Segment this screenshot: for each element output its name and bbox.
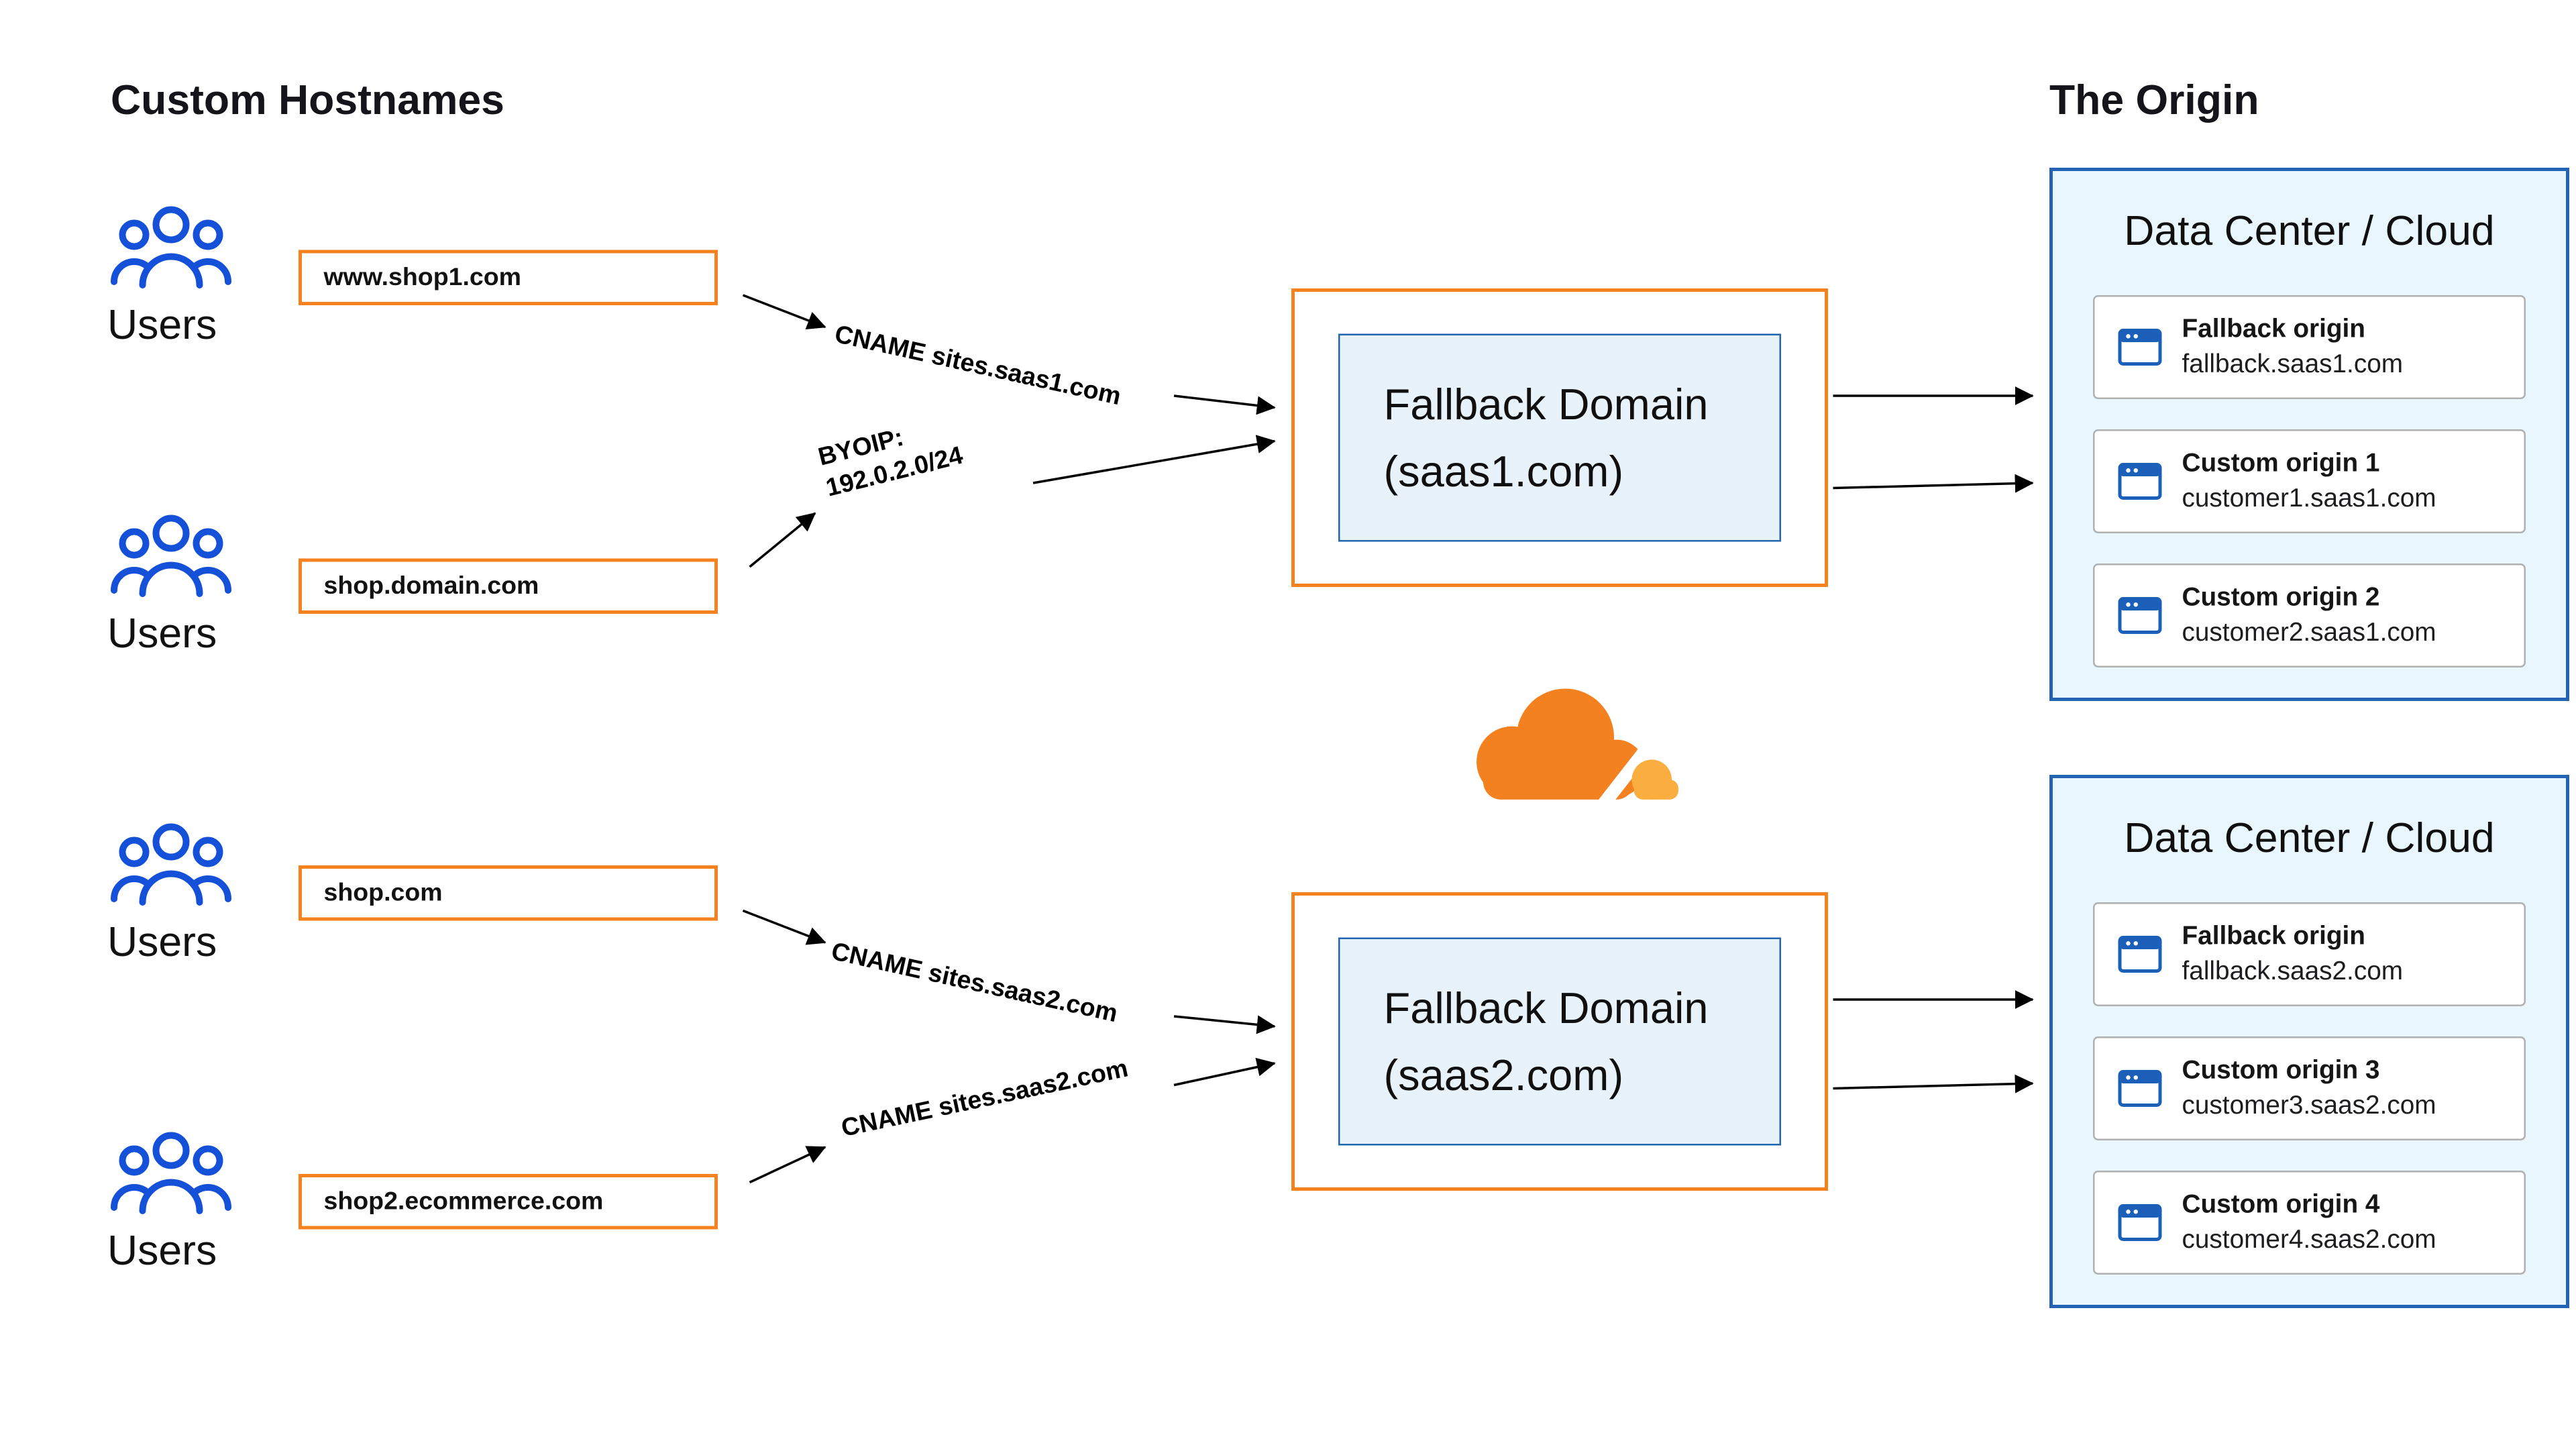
user-group-3: Users [107, 822, 258, 968]
hostname-box-shop1: www.shop1.com [299, 250, 718, 305]
users-icon [111, 515, 231, 597]
hostname-box-shop2: shop2.ecommerce.com [299, 1174, 718, 1230]
arrow-fallback2-to-dc2-b [1833, 1074, 2034, 1093]
hostname-text: shop.domain.com [323, 572, 539, 601]
arrow-shop-to-label [742, 909, 826, 945]
browser-window-icon [2118, 1204, 2162, 1241]
origin-row-custom-3: Custom origin 3 customer3.saas2.com [2093, 1036, 2526, 1140]
origin-name: Fallback origin [2182, 921, 2365, 951]
section-title-the-origin: The Origin [2049, 77, 2259, 124]
user-group-2: Users [107, 513, 258, 659]
origin-row-fallback-saas2: Fallback origin fallback.saas2.com [2093, 902, 2526, 1006]
users-label: Users [107, 1228, 217, 1275]
hostname-text: shop2.ecommerce.com [323, 1187, 604, 1216]
fallback-domain-title: Fallback Domain [1383, 379, 1709, 429]
users-icon [111, 823, 231, 906]
fallback-domain-host: (saas2.com) [1383, 1050, 1624, 1100]
origin-row-custom-2: Custom origin 2 customer2.saas1.com [2093, 564, 2526, 667]
user-group-1: Users [107, 205, 258, 351]
hostname-text: shop.com [323, 879, 443, 908]
edge-label-cname-saas2-a: CNAME sites.saas2.com [828, 937, 1120, 1029]
arrow-label-to-fallback1-a [1173, 394, 1276, 415]
user-group-4: Users [107, 1130, 258, 1277]
origin-name: Custom origin 2 [2182, 582, 2380, 612]
origin-host: customer2.saas1.com [2182, 618, 2436, 647]
fallback-domain-box-saas1: Fallback Domain (saas1.com) [1291, 288, 1828, 587]
edge-label-cname-saas2-b: CNAME sites.saas2.com [839, 1054, 1131, 1144]
data-center-title: Data Center / Cloud [2124, 815, 2495, 862]
hostname-box-shop-domain: shop.domain.com [299, 558, 718, 614]
fallback-domain-title: Fallback Domain [1383, 983, 1709, 1033]
fallback-domain-host: (saas1.com) [1383, 446, 1624, 496]
fallback-domain-inner: Fallback Domain (saas2.com) [1338, 937, 1781, 1146]
origin-host: customer3.saas2.com [2182, 1091, 2436, 1120]
arrow-label-to-fallback1-b [1032, 435, 1276, 484]
hostname-text: www.shop1.com [323, 263, 521, 292]
origin-host: fallback.saas2.com [2182, 957, 2404, 985]
origin-name: Fallback origin [2182, 314, 2365, 343]
data-center-2: Data Center / Cloud Fallback origin fall… [2049, 775, 2569, 1308]
edge-label-byoip: BYOIP: 192.0.2.0/24 [815, 423, 966, 503]
browser-window-icon [2118, 597, 2162, 634]
origin-row-custom-4: Custom origin 4 customer4.saas2.com [2093, 1171, 2526, 1275]
arrow-shop1-to-label [742, 294, 826, 330]
origin-name: Custom origin 4 [2182, 1189, 2380, 1219]
data-center-title: Data Center / Cloud [2124, 208, 2495, 255]
section-title-custom-hostnames: Custom Hostnames [111, 77, 504, 124]
fallback-domain-box-saas2: Fallback Domain (saas2.com) [1291, 892, 1828, 1191]
arrow-shop2-to-label [749, 1146, 826, 1184]
origin-row-custom-1: Custom origin 1 customer1.saas1.com [2093, 429, 2526, 533]
arrow-fallback1-to-dc1-b [1833, 474, 2034, 493]
browser-window-icon [2118, 936, 2162, 973]
origin-row-fallback-saas1: Fallback origin fallback.saas1.com [2093, 295, 2526, 399]
cloudflare-logo [1477, 688, 1678, 815]
origin-host: fallback.saas1.com [2182, 350, 2404, 378]
arrow-label-to-fallback2-b [1173, 1057, 1276, 1087]
users-label: Users [107, 919, 217, 966]
origin-name: Custom origin 3 [2182, 1055, 2380, 1085]
origin-host: customer1.saas1.com [2182, 484, 2436, 513]
browser-window-icon [2118, 1070, 2162, 1107]
origin-name: Custom origin 1 [2182, 448, 2380, 478]
browser-window-icon [2118, 463, 2162, 500]
users-label: Users [107, 610, 217, 657]
browser-window-icon [2118, 329, 2162, 366]
users-label: Users [107, 302, 217, 349]
data-center-1: Data Center / Cloud Fallback origin fall… [2049, 168, 2569, 701]
arrow-label-to-fallback2-a [1173, 1015, 1276, 1034]
users-icon [111, 206, 231, 288]
users-icon [111, 1132, 231, 1214]
arrow-shopdomain-to-label [749, 512, 816, 568]
origin-host: customer4.saas2.com [2182, 1225, 2436, 1254]
hostname-box-shop: shop.com [299, 865, 718, 921]
fallback-domain-inner: Fallback Domain (saas1.com) [1338, 333, 1781, 542]
edge-label-cname-saas1: CNAME sites.saas1.com [832, 320, 1124, 412]
